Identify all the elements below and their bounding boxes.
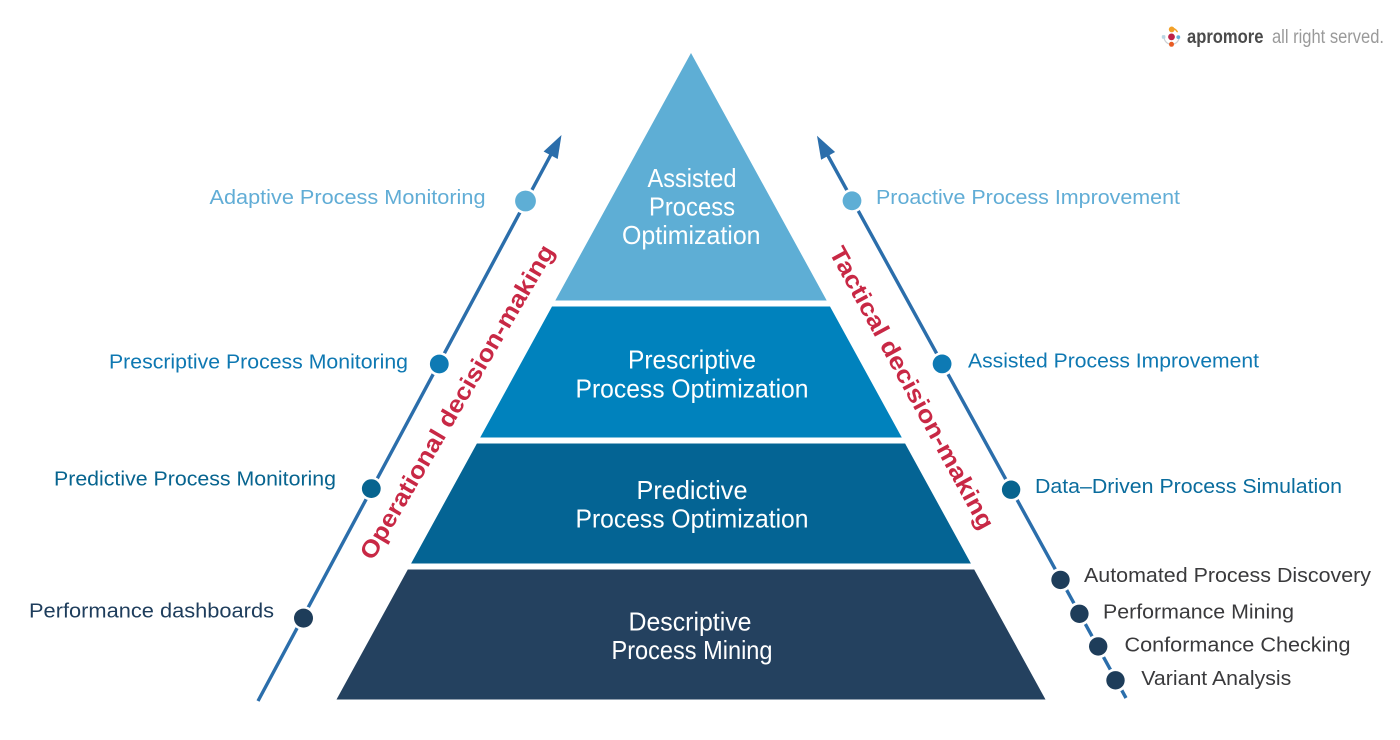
svg-text:Process Mining: Process Mining: [612, 635, 773, 665]
svg-text:Variant Analysis: Variant Analysis: [1141, 667, 1291, 690]
svg-text:Process Optimization: Process Optimization: [576, 373, 809, 403]
svg-text:Adaptive Process Monitoring: Adaptive Process Monitoring: [210, 186, 486, 209]
svg-text:apromore: apromore: [1187, 26, 1264, 48]
svg-text:Predictive: Predictive: [637, 475, 748, 505]
svg-text:Automated Process Discovery: Automated Process Discovery: [1084, 564, 1372, 587]
svg-text:Proactive Process Improvement: Proactive Process Improvement: [876, 186, 1180, 209]
svg-text:Optimization: Optimization: [622, 220, 761, 250]
svg-text:Data–Driven Process Simulation: Data–Driven Process Simulation: [1035, 475, 1342, 498]
svg-text:Predictive Process Monitoring: Predictive Process Monitoring: [54, 467, 336, 490]
svg-text:Prescriptive Process Monitorin: Prescriptive Process Monitoring: [109, 351, 408, 374]
svg-text:Process Optimization: Process Optimization: [576, 504, 809, 534]
svg-text:Descriptive: Descriptive: [629, 606, 752, 636]
svg-text:Performance Mining: Performance Mining: [1103, 601, 1294, 624]
svg-text:Performance dashboards: Performance dashboards: [29, 599, 274, 622]
svg-text:Assisted: Assisted: [648, 163, 737, 193]
svg-text:Prescriptive: Prescriptive: [628, 344, 756, 374]
svg-text:Process: Process: [649, 192, 735, 222]
svg-text:all right served.: all right served.: [1272, 26, 1384, 48]
svg-text:Assisted Process Improvement: Assisted Process Improvement: [968, 350, 1259, 373]
svg-text:Conformance Checking: Conformance Checking: [1125, 634, 1351, 657]
